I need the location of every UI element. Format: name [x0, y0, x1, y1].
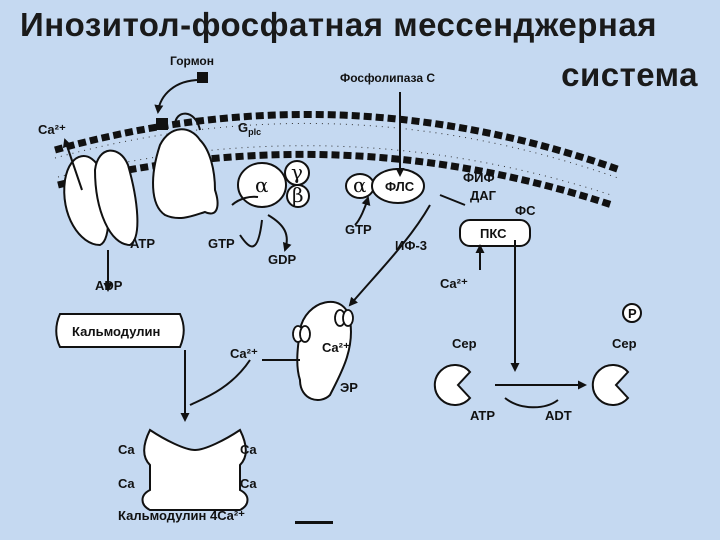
title-line-2: система: [561, 56, 698, 93]
label-adt-bottom: ADT: [545, 408, 572, 423]
endoplasmic-reticulum: [296, 301, 352, 401]
label-p: P: [628, 306, 637, 321]
label-g-plc: Gplc: [238, 120, 261, 137]
label-pks: ПКС: [480, 226, 507, 241]
label-er: ЭР: [340, 380, 358, 395]
hormone-square: [197, 72, 208, 83]
label-hormone: Гормон: [170, 54, 214, 68]
pkc-box: [459, 219, 531, 247]
ip3-receptor-channels: [292, 309, 354, 343]
label-atp-bottom: ATP: [470, 408, 495, 423]
label-gdp: GDP: [268, 252, 297, 267]
calmodulin-4ca-shape: [141, 428, 249, 511]
phosphate-circle: [622, 303, 642, 323]
footer-bar: [295, 521, 333, 524]
label-ca2-top: Ca²⁺: [38, 122, 66, 137]
label-ca2-er: Ca²⁺: [322, 340, 350, 355]
label-calmodulin: Кальмодулин: [72, 324, 160, 339]
label-ser-right: Сер: [612, 336, 637, 351]
label-gtp-right: GTP: [345, 222, 372, 237]
substrate-right: [591, 364, 630, 406]
slide-title: Инозитол-фосфатная мессенджерная система: [0, 0, 720, 100]
label-ca2-mid: Ca²⁺: [230, 346, 258, 361]
ion-channel: [63, 149, 139, 247]
label-if3: ИФ-3: [395, 238, 427, 253]
label-ca-bottom-right: Ca: [240, 476, 257, 491]
label-atp-left: ATP: [130, 236, 155, 251]
substrate-left: [433, 364, 472, 406]
label-phospholipase-c: Фосфолипаза С: [340, 71, 435, 85]
label-ca2-right: Ca²⁺: [440, 276, 468, 291]
label-ca-top-right: Ca: [240, 442, 257, 457]
label-fif: ФИФ: [463, 170, 495, 185]
arrows: [62, 79, 587, 422]
label-gamma: γ: [291, 160, 303, 184]
title-line-1: Инозитол-фосфатная мессенджерная: [20, 6, 657, 43]
cell-membrane: [54, 110, 622, 209]
label-fs: ФС: [515, 203, 536, 218]
label-adp: ADP: [95, 278, 123, 293]
label-calmodulin-4ca: Кальмодулин 4Ca²⁺: [118, 508, 245, 523]
label-alpha-small: α: [353, 173, 367, 197]
g-protein: [237, 160, 310, 208]
label-ca-bottom-left: Ca: [118, 476, 135, 491]
label-fls: ФЛС: [385, 179, 415, 194]
hormone-receptor: [152, 112, 219, 219]
label-alpha: α: [255, 173, 269, 197]
label-beta: β: [292, 183, 304, 207]
label-ser-left: Сер: [452, 336, 477, 351]
label-ca-top-left: Ca: [118, 442, 135, 457]
label-gtp-left: GTP: [208, 236, 235, 251]
label-dag: ДАГ: [470, 188, 497, 203]
calmodulin-shape: [55, 313, 185, 348]
hormone-bound-square: [156, 118, 168, 130]
